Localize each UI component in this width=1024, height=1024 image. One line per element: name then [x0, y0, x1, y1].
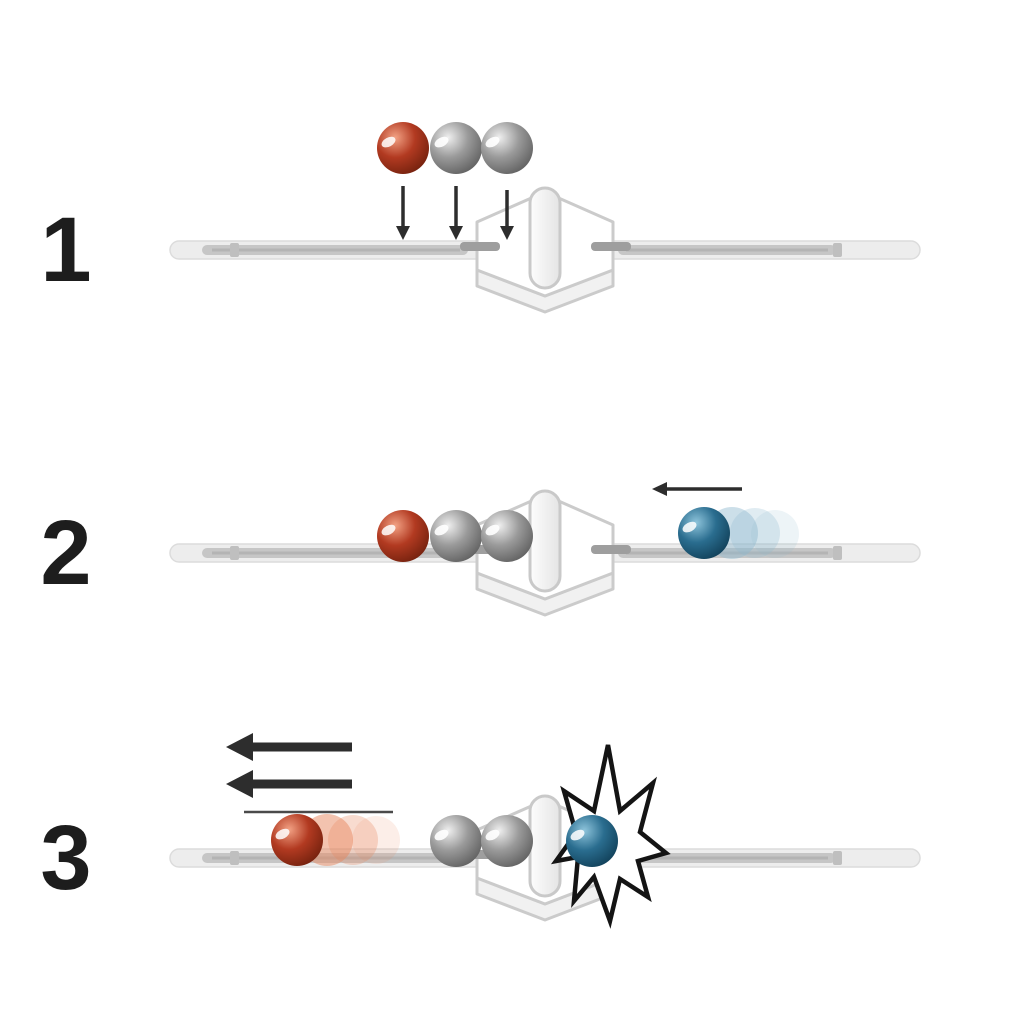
arrowhead — [396, 226, 410, 240]
silver-marble — [481, 815, 533, 867]
silver-marble — [430, 510, 482, 562]
thick-left-arrow — [226, 733, 352, 761]
red-marble — [271, 814, 323, 866]
blue-marble — [678, 507, 730, 559]
launcher-tile-row-1 — [458, 186, 633, 314]
down-arrow — [449, 186, 463, 240]
blue-marble — [566, 815, 618, 867]
red-marble — [377, 122, 429, 174]
arrowhead — [226, 733, 253, 761]
arrowhead — [652, 482, 667, 496]
step-1-scene: 1 — [40, 122, 921, 314]
step-3-number: 3 — [40, 807, 91, 909]
silver-marble — [481, 510, 533, 562]
step-1-number: 1 — [40, 199, 91, 301]
step-2-scene: 2 — [40, 482, 921, 617]
step-3-scene: 3 — [40, 733, 921, 929]
left-arrow — [652, 482, 742, 496]
arrowhead — [226, 770, 253, 798]
down-arrow — [500, 190, 514, 240]
silver-marble — [481, 122, 533, 174]
arrowhead — [500, 226, 514, 240]
thick-left-arrow — [226, 770, 352, 798]
silver-marble — [430, 122, 482, 174]
step-2-number: 2 — [40, 502, 91, 604]
down-arrow — [396, 186, 410, 240]
launcher-tile-row-2 — [458, 489, 633, 617]
red-marble — [377, 510, 429, 562]
arrowhead — [449, 226, 463, 240]
silver-marble — [430, 815, 482, 867]
